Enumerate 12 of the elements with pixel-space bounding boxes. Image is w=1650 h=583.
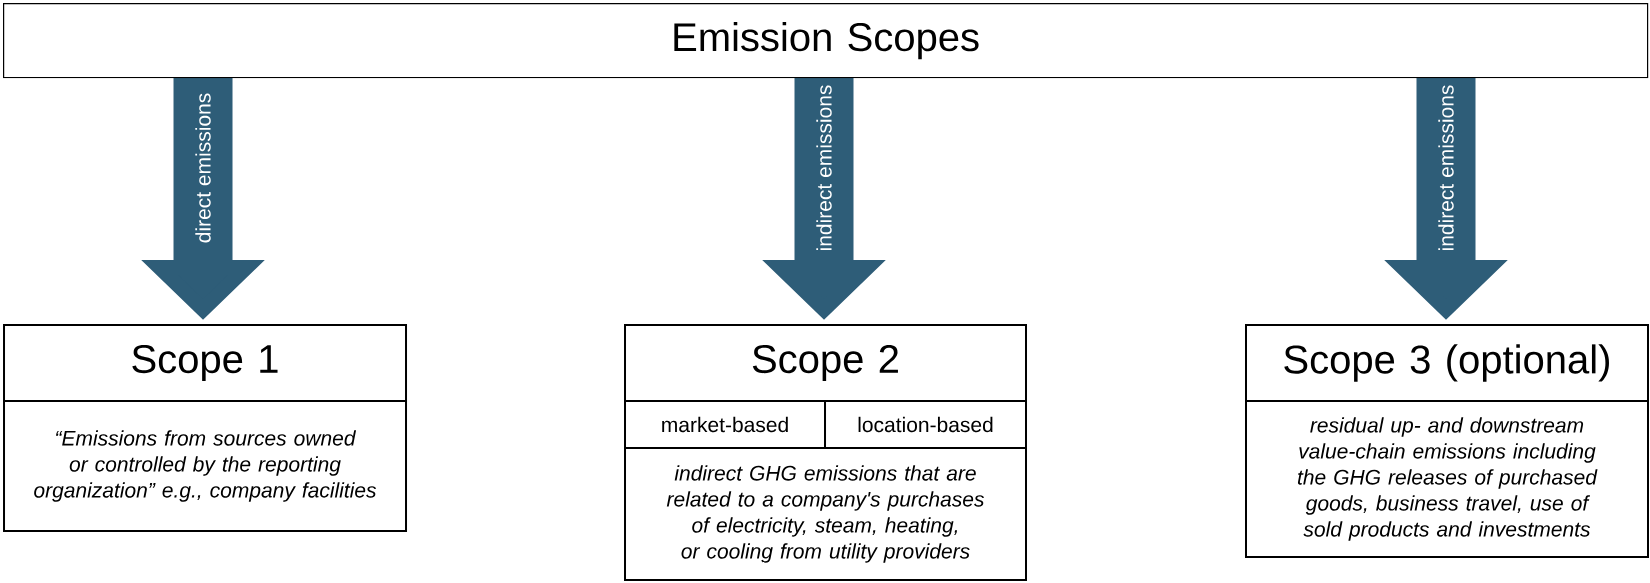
edge-label: indirect emissions <box>816 85 832 251</box>
method-box: market-based <box>624 400 826 449</box>
method-box: location-based <box>824 400 1027 449</box>
scope-header-box: Scope 1 <box>3 324 407 402</box>
description-box: residual up- and downstream value-chain emissions including the GHG releases of purchased goods, business travel, use of sold products and investments <box>1245 400 1649 558</box>
title-box: Emission Scopes <box>3 3 1649 79</box>
scope-header-box: Scope 3 (optional) <box>1245 324 1649 402</box>
scope-header-box: Scope 2 <box>624 324 1027 402</box>
description-box: “Emissions from sources owned or controlled by the reporting organization” e.g., company facilities <box>3 400 407 532</box>
description-box: indirect GHG emissions that are related to a company's purchases of electricity, steam, heating, or cooling from utility providers <box>624 447 1027 581</box>
edge-label: indirect emissions <box>1438 85 1454 251</box>
edge-label: direct emissions <box>195 93 211 243</box>
